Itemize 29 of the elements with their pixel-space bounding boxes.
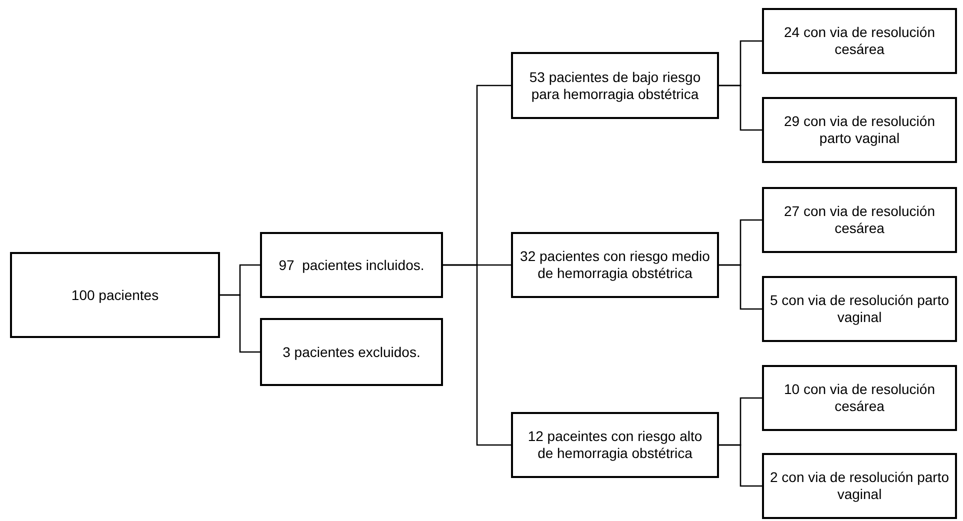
process-box — [762, 187, 957, 253]
process-box — [511, 412, 719, 478]
box-label: 32 pacientes con riesgo medio de hemorragia obstétrica — [519, 248, 711, 282]
connector-line — [220, 294, 260, 353]
connector-line — [719, 444, 762, 487]
box-label: 2 con via de resolución parto vaginal — [769, 469, 950, 503]
box-label: 24 con via de resolución cesárea — [783, 24, 936, 58]
connector-line — [719, 264, 762, 310]
box-label: 3 pacientes excluidos. — [282, 344, 422, 360]
process-box — [10, 252, 220, 338]
box-label: 10 con via de resolución cesárea — [783, 381, 936, 415]
box-label: 100 pacientes — [70, 286, 160, 304]
process-box — [762, 97, 957, 163]
box-label: 29 con via de resolución parto vaginal — [783, 113, 936, 147]
process-box — [260, 232, 443, 298]
process-box — [511, 52, 719, 119]
box-label: 12 paceintes con riesgo alto de hemorragia obstétrica — [526, 428, 704, 462]
box-label: 27 con via de resolución cesárea — [783, 203, 936, 237]
process-box — [762, 365, 957, 431]
process-box — [511, 232, 719, 298]
box-label: 53 pacientes de bajo riesgo para hemorragia obstétrica — [528, 68, 702, 102]
process-box — [762, 8, 957, 74]
process-box — [762, 276, 957, 342]
connector-line — [719, 84, 762, 131]
process-box — [260, 318, 443, 386]
connector-line — [443, 264, 511, 446]
box-label: 97 pacientes incluidos. — [278, 256, 426, 274]
process-box — [762, 453, 957, 519]
box-label: 5 con via de resolución parto vaginal — [769, 292, 950, 326]
